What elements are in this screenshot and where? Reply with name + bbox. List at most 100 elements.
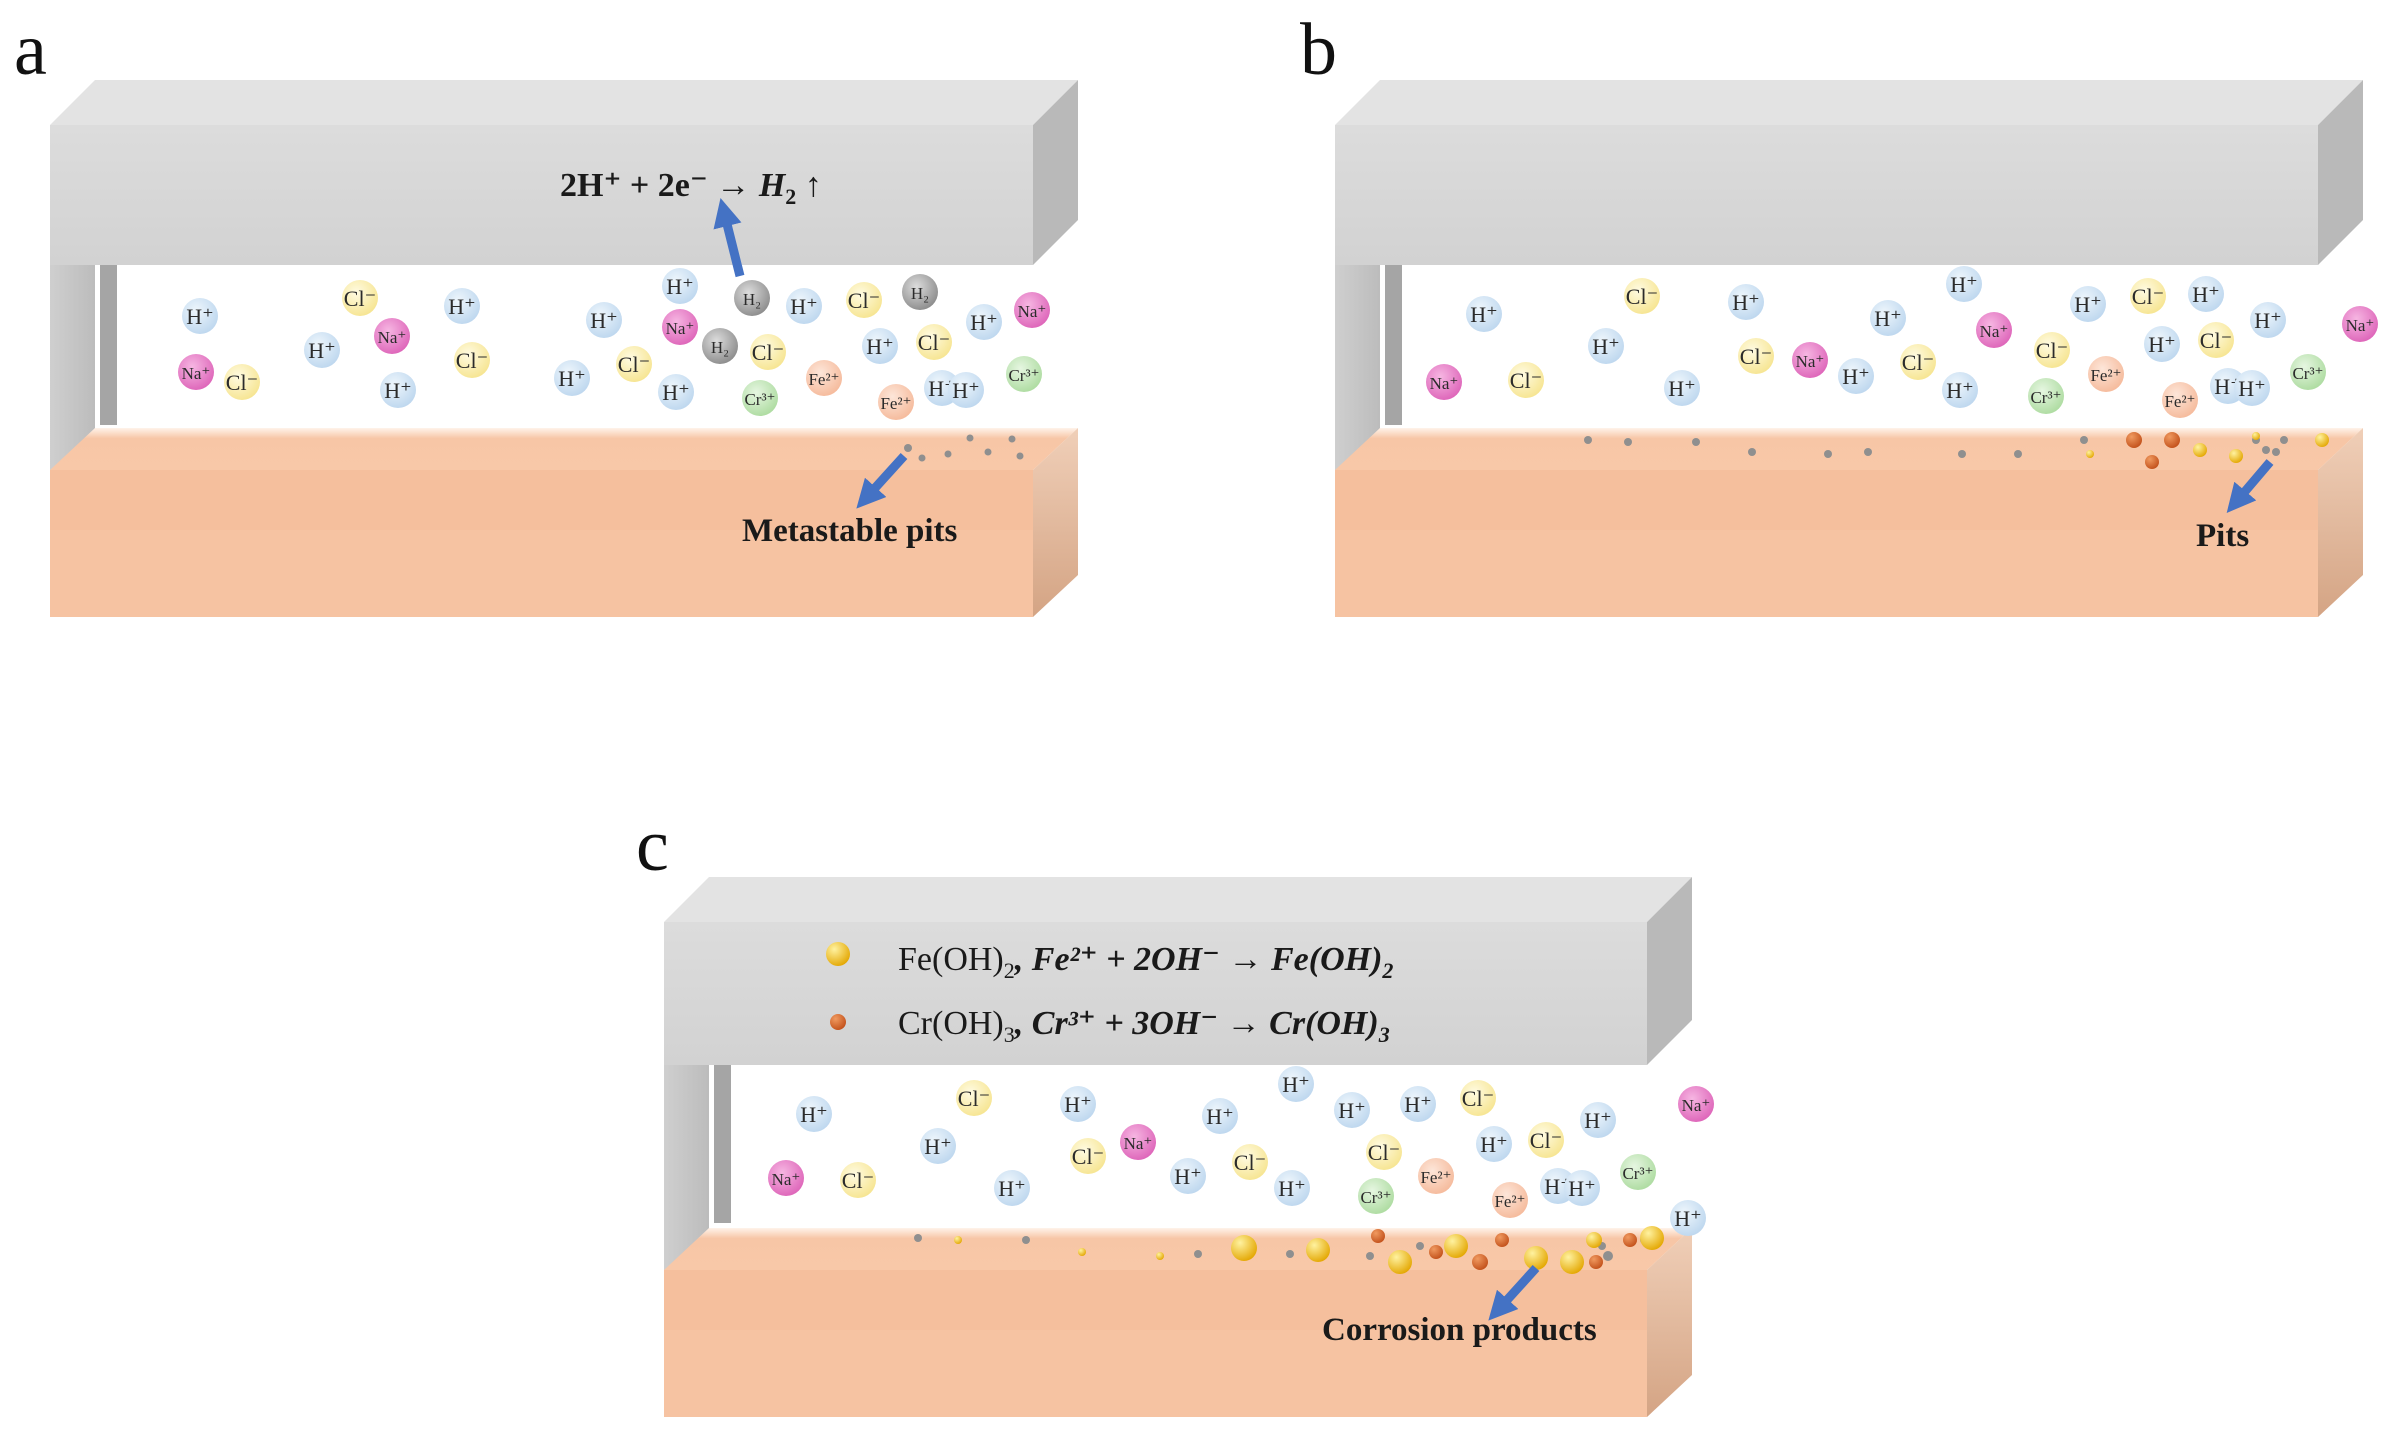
svg-text:Cl⁻: Cl⁻ bbox=[752, 340, 784, 365]
ion-cl: Cl⁻ bbox=[840, 1162, 876, 1198]
corrosion-products-caption: Corrosion products bbox=[1322, 1312, 1597, 1348]
svg-text:Cl⁻: Cl⁻ bbox=[456, 348, 488, 373]
ion-h: H⁺ bbox=[586, 302, 622, 338]
svg-text:H⁺: H⁺ bbox=[2148, 332, 2176, 357]
ion-cl: Cl⁻ bbox=[1508, 362, 1544, 398]
ion-h2: H₂ bbox=[702, 328, 738, 364]
ion-h: H⁺ bbox=[1870, 300, 1906, 336]
ion-h: H⁺ bbox=[862, 328, 898, 364]
ion-na: Na⁺ bbox=[768, 1160, 804, 1196]
panel-c-cover-block bbox=[664, 877, 1692, 1270]
panel-a-equation: 2H⁺ + 2e⁻ → H2 ↑ bbox=[560, 167, 822, 278]
svg-text:H⁺: H⁺ bbox=[590, 308, 618, 333]
svg-text:H⁺: H⁺ bbox=[666, 274, 694, 299]
ion-cl: Cl⁻ bbox=[1624, 278, 1660, 314]
svg-text:Cl⁻: Cl⁻ bbox=[344, 286, 376, 311]
svg-text:H⁺: H⁺ bbox=[790, 294, 818, 319]
panel-a-ions: H⁺ Na⁺ Cl⁻ Cl⁻ Na⁺ H⁺ H⁺ H⁺ Cl⁻ H⁺ H⁺ Cl… bbox=[178, 268, 1050, 420]
ion-h: H⁺ bbox=[1670, 1200, 1706, 1236]
ion-cl: Cl⁻ bbox=[224, 364, 260, 400]
svg-text:Na⁺: Na⁺ bbox=[1682, 1096, 1711, 1115]
ion-cl: Cl⁻ bbox=[1738, 338, 1774, 374]
svg-text:Cl⁻: Cl⁻ bbox=[1072, 1144, 1104, 1169]
svg-text:Fe²⁺: Fe²⁺ bbox=[1420, 1168, 1451, 1187]
ion-h: H⁺ bbox=[2188, 276, 2224, 312]
svg-text:Cl⁻: Cl⁻ bbox=[1626, 284, 1658, 309]
ion-h2: H₂ bbox=[902, 274, 938, 310]
svg-text:Cr³⁺: Cr³⁺ bbox=[2030, 388, 2061, 407]
panel-letter-c: c bbox=[636, 805, 669, 887]
panel-c-metal-substrate bbox=[664, 1228, 1692, 1417]
ion-cr: Cr³⁺ bbox=[2028, 378, 2064, 414]
svg-text:H⁺: H⁺ bbox=[2238, 376, 2266, 401]
svg-text:H⁺: H⁺ bbox=[1206, 1104, 1234, 1129]
corrosion-products-arrow bbox=[1488, 1264, 1540, 1321]
ion-cl: Cl⁻ bbox=[1528, 1122, 1564, 1158]
ion-h: H⁺ bbox=[1274, 1170, 1310, 1206]
pits-arrow bbox=[2226, 459, 2274, 513]
svg-text:H⁺: H⁺ bbox=[1282, 1072, 1310, 1097]
svg-text:Cl⁻: Cl⁻ bbox=[1462, 1086, 1494, 1111]
svg-text:Cl⁻: Cl⁻ bbox=[1510, 368, 1542, 393]
ion-na: Na⁺ bbox=[662, 309, 698, 345]
ion-na: Na⁺ bbox=[1976, 312, 2012, 348]
ion-h: H⁺ bbox=[380, 372, 416, 408]
ion-cr: Cr³⁺ bbox=[742, 380, 778, 416]
h2-release-arrow bbox=[713, 198, 745, 278]
svg-text:H⁺: H⁺ bbox=[308, 338, 336, 363]
ion-cl: Cl⁻ bbox=[616, 346, 652, 382]
ion-h: H⁺ bbox=[1476, 1126, 1512, 1162]
ion-fe: Fe²⁺ bbox=[806, 360, 842, 396]
ion-cl: Cl⁻ bbox=[2034, 332, 2070, 368]
svg-text:H⁺: H⁺ bbox=[1404, 1092, 1432, 1117]
ion-h: H⁺ bbox=[1946, 266, 1982, 302]
svg-text:Fe²⁺: Fe²⁺ bbox=[1494, 1192, 1525, 1211]
svg-text:Cr³⁺: Cr³⁺ bbox=[2292, 364, 2323, 383]
svg-text:H⁺: H⁺ bbox=[1592, 334, 1620, 359]
svg-text:H⁺: H⁺ bbox=[866, 334, 894, 359]
ion-h: H⁺ bbox=[2070, 286, 2106, 322]
svg-text:Fe²⁺: Fe²⁺ bbox=[808, 370, 839, 389]
panel-b-early-products bbox=[2086, 432, 2329, 469]
ion-cl: Cl⁻ bbox=[916, 324, 952, 360]
svg-text:H⁺: H⁺ bbox=[2254, 308, 2282, 333]
svg-text:H⁺: H⁺ bbox=[1584, 1108, 1612, 1133]
svg-text:Cr³⁺: Cr³⁺ bbox=[1622, 1164, 1653, 1183]
ion-cl: Cl⁻ bbox=[1900, 344, 1936, 380]
svg-text:H⁺: H⁺ bbox=[1674, 1206, 1702, 1231]
panel-b: H⁺ Na⁺ Cl⁻ Cl⁻ H⁺ H⁺ H⁺ Cl⁻ Na⁺ H⁺ H⁺ Cl… bbox=[1335, 80, 2378, 617]
ion-h: H⁺ bbox=[1588, 328, 1624, 364]
svg-text:H₂: H₂ bbox=[711, 338, 729, 357]
panel-c-ions: H⁺ Na⁺ Cl⁻ Cl⁻ H⁺ H⁺ H⁺ Cl⁻ Na⁺ H⁺ H⁺ Cl… bbox=[768, 1066, 1714, 1236]
ion-na: Na⁺ bbox=[374, 318, 410, 354]
svg-text:Na⁺: Na⁺ bbox=[772, 1170, 801, 1189]
cr-oh3-marker bbox=[830, 1014, 846, 1030]
svg-text:H⁺: H⁺ bbox=[1568, 1176, 1596, 1201]
ion-cl: Cl⁻ bbox=[1366, 1134, 1402, 1170]
ion-h: H⁺ bbox=[966, 304, 1002, 340]
ion-cl: Cl⁻ bbox=[956, 1080, 992, 1116]
svg-text:Cl⁻: Cl⁻ bbox=[1902, 350, 1934, 375]
svg-text:H⁺: H⁺ bbox=[1480, 1132, 1508, 1157]
ion-cl: Cl⁻ bbox=[846, 282, 882, 318]
svg-text:Cr³⁺: Cr³⁺ bbox=[1360, 1188, 1391, 1207]
cr-oh3-legend-row: Cr(OH)3, Cr³⁺ + 3OH⁻ → Cr(OH)3 bbox=[830, 1005, 1390, 1047]
svg-text:2H⁺ + 2e⁻ → H2 ↑: 2H⁺ + 2e⁻ → H2 ↑ bbox=[560, 167, 822, 209]
ion-h: H⁺ bbox=[182, 298, 218, 334]
svg-text:Fe²⁺: Fe²⁺ bbox=[2164, 392, 2195, 411]
panel-c: Fe(OH)2, Fe²⁺ + 2OH⁻ → Fe(OH)2 Cr(OH)3, … bbox=[664, 877, 1714, 1417]
panel-letter-b: b bbox=[1300, 9, 1337, 91]
ion-fe: Fe²⁺ bbox=[1492, 1182, 1528, 1218]
panel-c-corrosion-products bbox=[954, 1226, 1664, 1274]
svg-text:H⁺: H⁺ bbox=[1278, 1176, 1306, 1201]
svg-text:Cl⁻: Cl⁻ bbox=[1234, 1150, 1266, 1175]
ion-h: H⁺ bbox=[554, 360, 590, 396]
pits-caption: Pits bbox=[2196, 518, 2249, 554]
ion-h: H⁺ bbox=[1202, 1098, 1238, 1134]
svg-text:Cl⁻: Cl⁻ bbox=[2036, 338, 2068, 363]
svg-text:H⁺: H⁺ bbox=[186, 304, 214, 329]
svg-text:Cl⁻: Cl⁻ bbox=[2132, 284, 2164, 309]
svg-text:Na⁺: Na⁺ bbox=[666, 319, 695, 338]
ion-h2: H₂ bbox=[734, 280, 770, 316]
svg-text:Cr³⁺: Cr³⁺ bbox=[744, 390, 775, 409]
